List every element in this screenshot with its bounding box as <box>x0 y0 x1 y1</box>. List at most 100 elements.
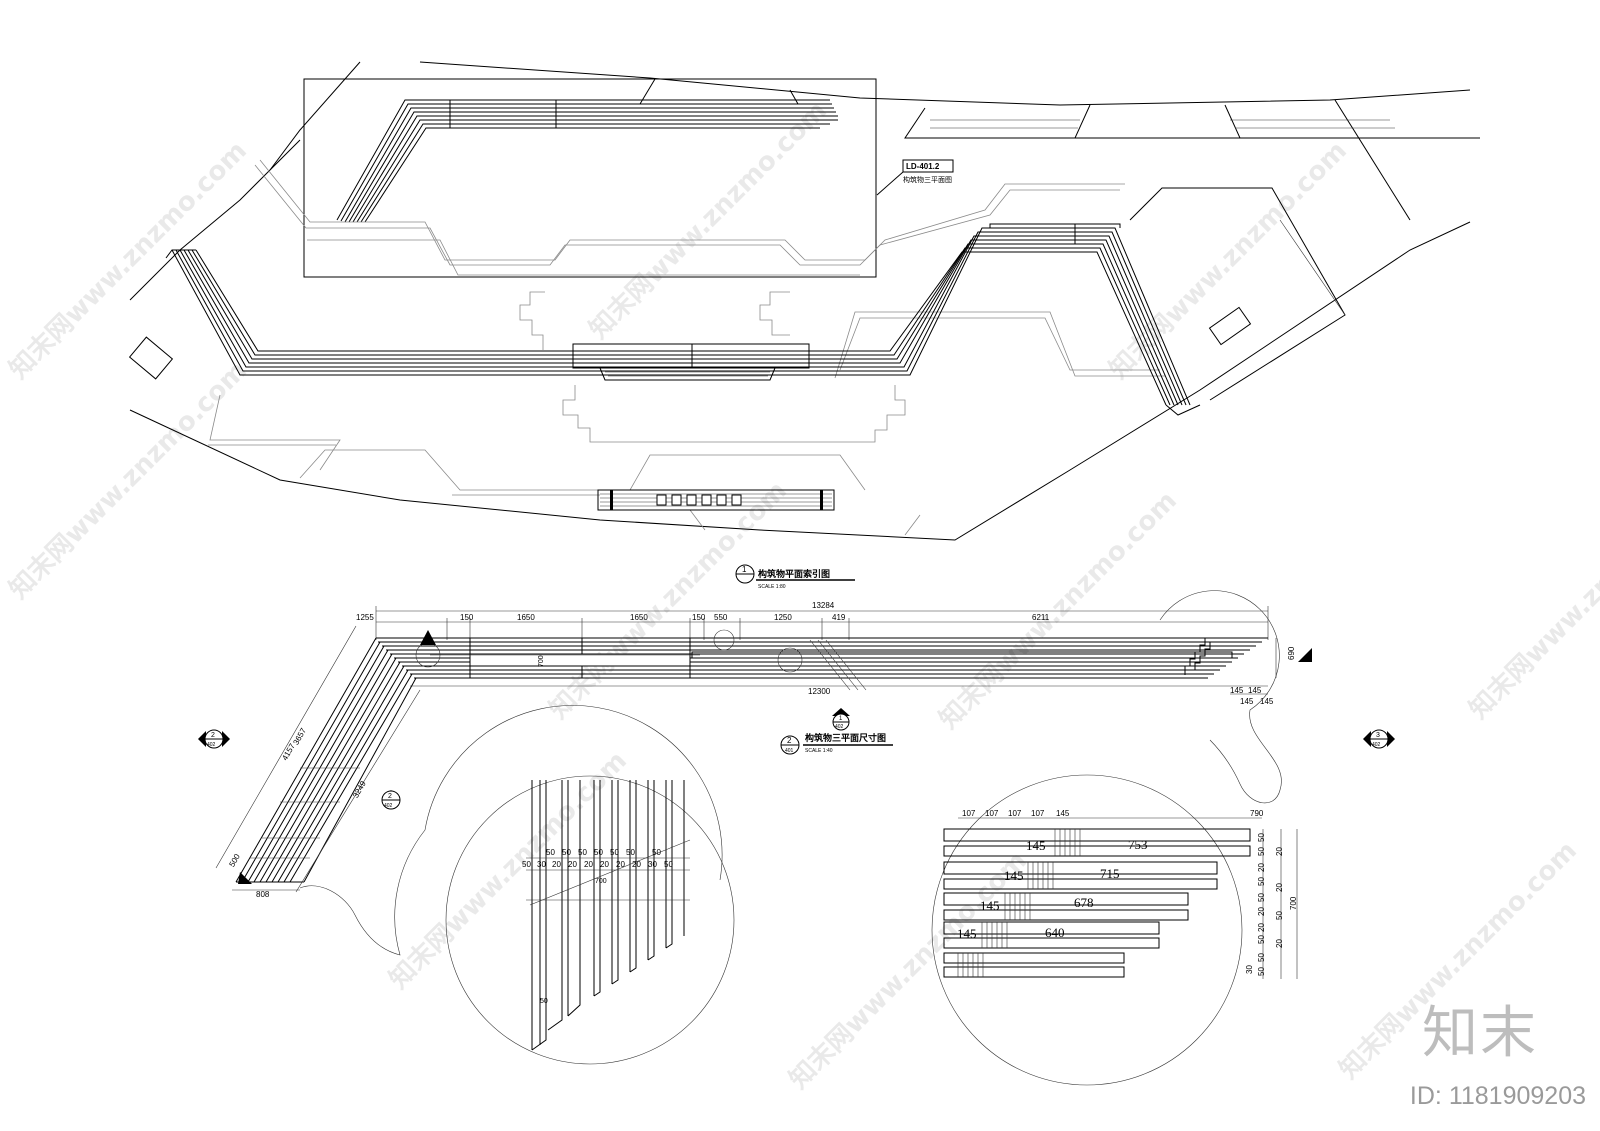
dim-value: 20 <box>632 860 641 869</box>
diagonal-arm <box>215 625 421 893</box>
section-mark-sheet: 402 <box>207 742 216 748</box>
dim-value: 50 <box>664 860 673 869</box>
dim-height: 690 <box>1287 646 1296 660</box>
section-mark-num: 1 <box>839 716 843 722</box>
dim-top-2: 150 <box>460 613 474 622</box>
dim-value: 20 <box>1275 847 1284 856</box>
detail-title: 2 401 构筑物三平面尺寸图 SCALE 1:40 <box>780 732 893 755</box>
section-mark-num: 3 <box>1376 732 1380 739</box>
dim-value: 50 <box>1257 935 1266 944</box>
enlarge-right-top-dims: 107 107 107 107 145 790 <box>962 809 1264 818</box>
dim-value: 107 <box>985 809 999 818</box>
dim-right-1: 145 <box>1230 686 1244 695</box>
dim-value: 50 <box>1257 953 1266 962</box>
dim-value: 20 <box>1257 907 1266 916</box>
watermark-text: 知末网www.znzmo.com <box>584 96 833 345</box>
watermark-text: 知末网www.znzmo.com <box>1464 476 1600 725</box>
dim-value: 50 <box>1275 911 1284 920</box>
dim-value: 20 <box>584 860 593 869</box>
dim-value: 50 <box>1257 877 1266 886</box>
dim-end-2: 808 <box>256 890 270 899</box>
dim-top-9: 6211 <box>1032 613 1050 622</box>
callout-ref: LD-401.2 <box>906 162 940 171</box>
enlarge-right-rows: 145 753 145 715 145 678 145 640 <box>957 837 1148 941</box>
bottom-bench <box>597 489 835 511</box>
watermark-text: 知末网www.znzmo.com <box>4 136 253 385</box>
enlargement-left: 50 50 50 50 50 50 50 50 30 20 20 20 20 2… <box>445 775 735 1065</box>
dim-value: 20 <box>1275 883 1284 892</box>
dim-top-7: 1250 <box>774 613 792 622</box>
detail-title-sheet: 401 <box>785 748 794 754</box>
callout-label: 构筑物三平面图 <box>903 175 952 184</box>
watermark-text: 知末网www.znzmo.com <box>934 486 1183 735</box>
row-length: 715 <box>1100 866 1120 881</box>
stepped-bars <box>943 828 1251 978</box>
watermark-text: 知末网www.znzmo.com <box>1104 136 1353 385</box>
brand-logo: 知末 <box>1422 1001 1538 1066</box>
section-mark-sheet: 402 <box>384 803 393 809</box>
enlarge-right-overall: 790 <box>1250 809 1264 818</box>
row-offset: 145 <box>1026 838 1046 853</box>
watermark-text: 知末网www.znzmo.com <box>784 846 1033 1095</box>
enlargement-right: 107 107 107 107 145 790 <box>931 774 1298 1086</box>
plan-title-text: 构筑物平面索引图 <box>758 568 830 579</box>
watermark-layer: 知末网www.znzmo.com 知末网www.znzmo.com 知末网www… <box>4 96 1600 1095</box>
dimension-bench: 700 <box>376 637 1268 691</box>
section-mark: 2 402 <box>198 729 230 749</box>
watermark-text: 知末网www.znzmo.com <box>4 356 253 605</box>
enlarge-right-height: 700 <box>1289 896 1298 910</box>
dim-end-1: 500 <box>227 852 242 869</box>
dim-value: 50 <box>610 848 619 857</box>
callout-box: LD-401.2 构筑物三平面图 <box>876 159 954 196</box>
dim-overall-bottom: 12300 <box>808 687 831 696</box>
plan-title: 1 构筑物平面索引图 SCALE 1:80 <box>735 564 855 590</box>
dim-top-5: 150 <box>692 613 706 622</box>
dim-top-6: 550 <box>714 613 728 622</box>
site-plan: LD-401.2 构筑物三平面图 <box>128 61 1480 590</box>
dim-top-4: 1650 <box>630 613 648 622</box>
dim-value: 30 <box>1245 965 1254 974</box>
dim-value: 50 <box>1257 833 1266 842</box>
row-offset: 145 <box>980 898 1000 913</box>
dim-value: 50 <box>546 848 555 857</box>
dim-value: 50 <box>594 848 603 857</box>
dim-value: 20 <box>1257 923 1266 932</box>
dim-right-3: 145 <box>1240 697 1254 706</box>
section-mark-sheet: 402 <box>1372 742 1381 748</box>
row-length: 753 <box>1128 837 1148 852</box>
image-id: ID: 1181909203 <box>1409 1082 1586 1110</box>
dim-inner: 700 <box>538 655 545 667</box>
center-bench <box>572 343 810 381</box>
dim-top-8: 419 <box>832 613 846 622</box>
dim-value: 20 <box>600 860 609 869</box>
dim-value: 20 <box>552 860 561 869</box>
dim-value: 107 <box>1031 809 1045 818</box>
dim-value: 50 <box>652 848 661 857</box>
watermark-text: 知末网www.znzmo.com <box>384 746 633 995</box>
callout-frame <box>303 78 877 278</box>
row-offset: 145 <box>1004 868 1024 883</box>
dim-right-2: 145 <box>1248 686 1262 695</box>
section-mark: 3 402 <box>1363 729 1395 749</box>
dim-value: 50 <box>1257 893 1266 902</box>
dimension-plan: 1255 150 1650 1650 150 550 1250 419 6211… <box>198 590 1395 956</box>
detail-title-text: 构筑物三平面尺寸图 <box>805 732 886 743</box>
dim-value: 20 <box>1275 939 1284 948</box>
section-mark-num: 2 <box>211 732 215 739</box>
watermark-text: 知末网www.znzmo.com <box>544 476 793 725</box>
dim-value: 20 <box>568 860 577 869</box>
enlarge-left-bottom-dims: 50 30 20 20 20 20 20 20 30 50 <box>522 860 673 869</box>
dim-top-1: 1255 <box>356 613 374 622</box>
dim-value: 20 <box>616 860 625 869</box>
dim-value: 107 <box>1008 809 1022 818</box>
plan-title-number: 1 <box>742 565 747 574</box>
dim-right-4: 145 <box>1260 697 1274 706</box>
seating-band-main <box>165 223 1201 416</box>
dim-value: 50 <box>1257 847 1266 856</box>
enlarge-left-end-label: 50 <box>540 998 548 1005</box>
dim-overall-top: 13284 <box>812 601 835 610</box>
enlarge-right-side-dims: 50 50 20 20 50 20 50 20 50 20 50 20 50 3… <box>1245 833 1298 976</box>
dim-value: 50 <box>626 848 635 857</box>
enlarge-left-top-dims: 50 50 50 50 50 50 50 <box>546 848 661 857</box>
